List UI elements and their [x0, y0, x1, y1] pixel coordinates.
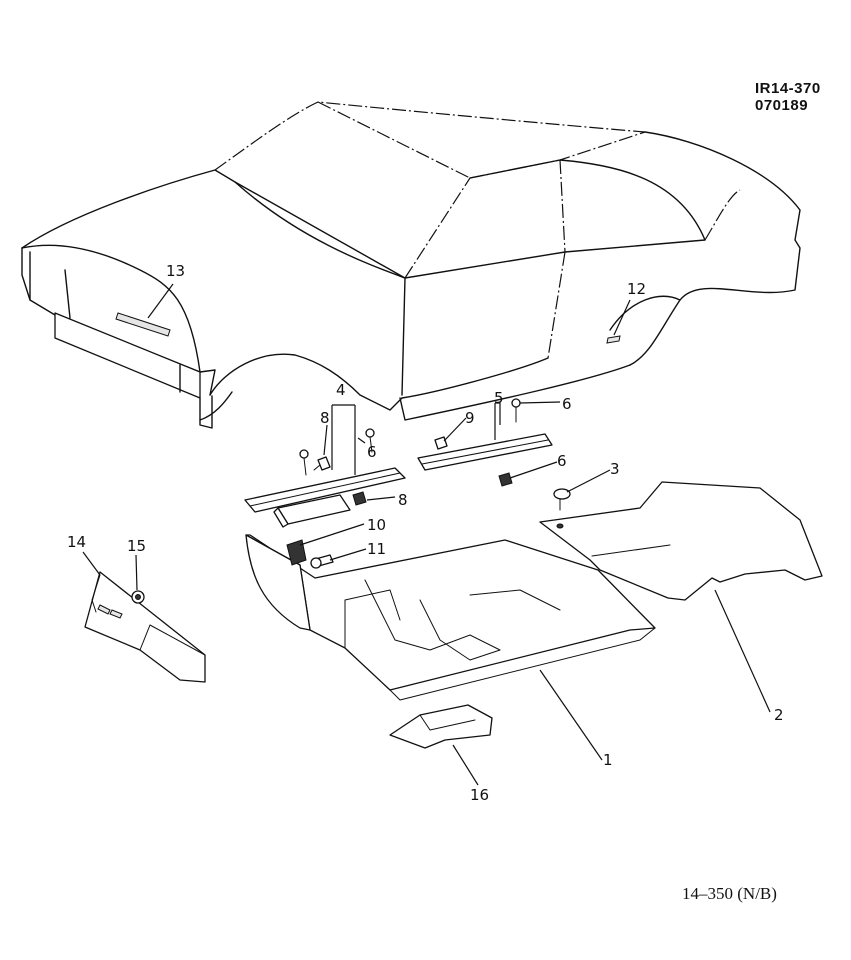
callout-6-right: 6 [562, 395, 572, 413]
callout-12: 12 [627, 280, 646, 298]
clip-9-right [434, 436, 448, 450]
side-tag-12 [606, 335, 621, 344]
callout-9-left: 8 [320, 409, 330, 427]
retainer-15 [131, 590, 145, 604]
callout-9-right: 9 [465, 409, 475, 427]
bolt-11 [310, 554, 334, 569]
hood-strip-13 [115, 312, 171, 337]
kick-panel-14 [84, 571, 206, 683]
callout-10: 10 [367, 516, 386, 534]
callout-1: 1 [603, 751, 613, 769]
sill-plate-4 [244, 467, 406, 528]
callout-6-left: 6 [367, 443, 377, 461]
plug-3 [553, 488, 571, 529]
illustration-code-line-1: IR14-370 [755, 80, 821, 97]
nut-8-left [352, 491, 367, 506]
callout-14: 14 [67, 533, 86, 551]
sill-plate-5 [417, 433, 553, 471]
callout-2: 2 [774, 706, 784, 724]
rear-mat-2 [539, 481, 823, 601]
callout-15: 15 [127, 537, 146, 555]
pad-16 [389, 704, 493, 749]
bracket-10 [286, 539, 307, 566]
illustration-code: IR14-370 070189 [755, 80, 821, 114]
leader-lines [82, 283, 771, 786]
clip-9-left [313, 456, 331, 471]
screw-right [511, 398, 521, 423]
floor-pan-1 [245, 534, 656, 701]
callout-13: 13 [166, 262, 185, 280]
callout-labels: 13 12 4 8 6 8 10 11 5 9 6 6 3 2 1 14 15 … [67, 262, 784, 804]
nut-8-right [498, 472, 513, 487]
callout-11: 11 [367, 540, 386, 558]
car-body-outline [21, 101, 801, 429]
callout-3: 3 [610, 460, 620, 478]
illustration-code-line-2: 070189 [755, 97, 809, 114]
callout-8-left: 8 [398, 491, 408, 509]
callout-8-right: 6 [557, 452, 567, 470]
callout-16: 16 [470, 786, 489, 804]
callout-4: 4 [336, 381, 346, 399]
screw-left [299, 428, 375, 476]
figure-reference: 14–350 (N/B) [682, 884, 777, 903]
callout-5: 5 [494, 389, 504, 407]
